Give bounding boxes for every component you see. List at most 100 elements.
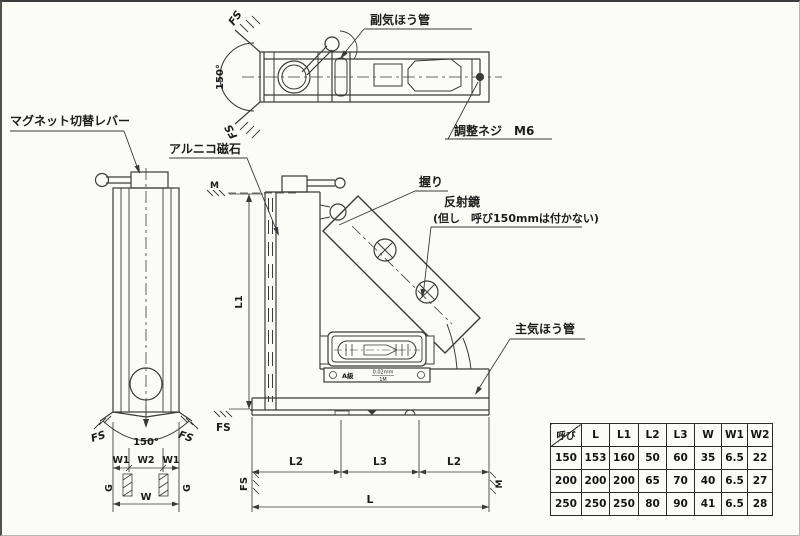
spec-header-w1: W1 <box>721 423 748 447</box>
lever-ball <box>324 36 340 52</box>
l1-dimension <box>229 193 263 410</box>
front-view <box>206 175 497 512</box>
m-label-top: M <box>210 181 219 191</box>
base-notch <box>367 410 377 415</box>
fs-mark-side-right: FS <box>177 429 195 445</box>
spec-row-250: 250 250 250 80 90 41 6.5 28 <box>550 492 773 516</box>
main-vial-assembly <box>319 331 435 383</box>
spec-header-l2: L2 <box>638 423 667 447</box>
grip-outline <box>322 195 481 354</box>
aux-vial-leader <box>340 28 472 59</box>
plate-sens-num: 0.02mm <box>373 370 394 376</box>
spec-cell: 41 <box>694 492 722 516</box>
g-label-right: G <box>182 484 193 492</box>
roller <box>329 203 347 221</box>
l2-label-right: L2 <box>447 456 461 468</box>
name-plate <box>323 367 431 383</box>
fs-mark-bottom: FS <box>223 122 241 141</box>
spec-cell: 28 <box>747 492 773 516</box>
vial-body-top <box>407 58 462 92</box>
lever-ball-side <box>94 172 110 188</box>
spec-cell: 160 <box>609 446 639 470</box>
spec-cell: 6.5 <box>721 492 748 516</box>
w-label: W <box>140 492 151 503</box>
fs-mark-side-left: FS <box>89 429 107 445</box>
spec-cell: 6.5 <box>721 446 748 470</box>
gap-strips <box>122 473 169 497</box>
main-vial-label: 主気ほう管 <box>515 321 575 336</box>
adjust-screw-dot <box>475 72 485 82</box>
vee-faces <box>234 29 261 125</box>
l-label: L <box>366 493 373 506</box>
spec-cell: 35 <box>694 446 722 470</box>
magnet-lever-leader <box>10 130 140 174</box>
spec-cell: 250 <box>550 492 582 516</box>
spec-cell: 6.5 <box>721 469 748 493</box>
adjust-screw-leader <box>445 81 552 140</box>
spec-header-l: L <box>581 423 610 447</box>
spec-cell: 65 <box>638 469 667 493</box>
spec-cell: 200 <box>609 469 639 493</box>
angle-label-top-view: 150° <box>215 64 226 90</box>
side-hole <box>129 367 163 401</box>
vee-end-arc <box>219 42 255 112</box>
aux-vial-label: 副気ほう管 <box>370 12 430 27</box>
fs-hatch-base <box>213 410 233 418</box>
lever-knob <box>334 177 346 189</box>
bubble <box>363 344 398 356</box>
spec-header-l1: L1 <box>609 423 639 447</box>
angle-arc <box>102 420 190 441</box>
lever-top-view <box>301 30 358 76</box>
adjust-screw-label: 調整ネジ M6 <box>454 123 534 138</box>
spec-cell: 250 <box>581 492 610 516</box>
grip-prongs <box>446 323 472 370</box>
grip-centerline <box>351 225 453 325</box>
spec-cell: 70 <box>666 469 695 493</box>
spec-cell: 40 <box>694 469 722 493</box>
spec-row-150: 150 153 160 50 60 35 6.5 22 <box>550 446 773 470</box>
vial-window <box>373 63 403 87</box>
length-dimensions <box>251 417 497 512</box>
lever-cap <box>130 171 169 189</box>
plate-sens-den: 1M <box>379 377 387 383</box>
spec-cell: 153 <box>581 446 610 470</box>
leader-arrow <box>340 50 348 59</box>
mirror-leader <box>420 226 582 298</box>
spec-header-l3: L3 <box>666 423 695 447</box>
hatch-marks <box>239 15 261 139</box>
magnet-strip <box>268 198 273 402</box>
l1-label: L1 <box>234 295 245 308</box>
w1-label-right: W1 <box>162 455 179 466</box>
m-surface-mark <box>206 189 300 197</box>
lever-block <box>281 175 308 193</box>
side-view <box>93 168 199 512</box>
spec-cell: 50 <box>638 446 667 470</box>
magnet-lever-label: マグネット切替レバー <box>10 113 130 128</box>
spec-cell: 150 <box>550 446 582 470</box>
plate-grade: A級 <box>342 371 354 380</box>
spec-row-200: 200 200 200 65 70 40 6.5 27 <box>550 469 773 493</box>
alnico-label: アルニコ磁石 <box>169 141 241 156</box>
spec-header-w2: W2 <box>747 423 773 447</box>
l2-label-left: L2 <box>289 456 303 468</box>
width-dimensions <box>112 422 180 512</box>
blade-outline <box>264 191 321 410</box>
mirror-note: (但し 呼び150mmは付かない) <box>433 211 599 225</box>
mirror-label: 反射鏡 <box>444 194 480 209</box>
g-label-left: G <box>104 484 115 492</box>
spec-corner-cell: 呼び <box>550 423 582 447</box>
spec-cell: 90 <box>666 492 695 516</box>
apex-arrow <box>143 419 149 428</box>
screw-icon <box>373 238 397 262</box>
spec-cell: 200 <box>581 469 610 493</box>
w2-label: W2 <box>137 455 154 466</box>
w1-label-left: W1 <box>112 455 129 466</box>
spec-cell: 250 <box>609 492 639 516</box>
grip-label: 握り <box>419 174 443 189</box>
fs-label-base: FS <box>216 422 231 434</box>
vee-tabs <box>99 411 193 422</box>
spec-cell: 80 <box>638 492 667 516</box>
spec-table: 呼び L L1 L2 L3 W W1 W2 150 153 160 50 60 … <box>550 423 773 516</box>
top-body-outline <box>259 51 490 103</box>
